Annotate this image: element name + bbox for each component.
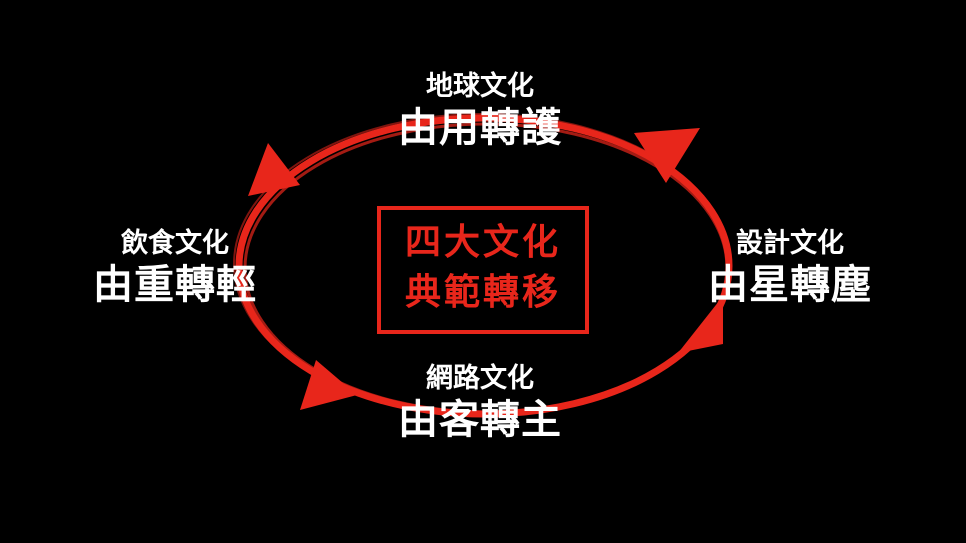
center-stamp: 四大文化 典範轉移 <box>377 206 589 334</box>
node-internet-culture: 網路文化 由客轉主 <box>380 362 580 444</box>
node-category-label: 設計文化 <box>736 228 844 259</box>
node-shift-label: 由星轉塵 <box>708 262 872 308</box>
arrowhead-icon <box>634 128 700 183</box>
arrowhead-icon <box>678 296 723 353</box>
arrowheads <box>248 128 723 410</box>
cycle-ellipse <box>233 113 733 418</box>
arrowhead-icon <box>248 143 300 196</box>
node-shift-label: 由用轉護 <box>398 105 562 151</box>
node-design-culture: 設計文化 由星轉塵 <box>690 227 890 309</box>
node-food-culture: 飲食文化 由重轉輕 <box>75 227 275 309</box>
center-title-line-1: 四大文化 <box>404 222 561 263</box>
node-shift-label: 由重轉輕 <box>93 262 257 308</box>
node-category-label: 地球文化 <box>426 71 534 102</box>
node-category-label: 飲食文化 <box>121 228 229 259</box>
center-title-line-2: 典範轉移 <box>404 272 561 313</box>
node-category-label: 網路文化 <box>426 363 534 394</box>
node-earth-culture: 地球文化 由用轉護 <box>380 70 580 152</box>
node-shift-label: 由客轉主 <box>398 397 562 443</box>
arrowhead-icon <box>300 360 357 410</box>
